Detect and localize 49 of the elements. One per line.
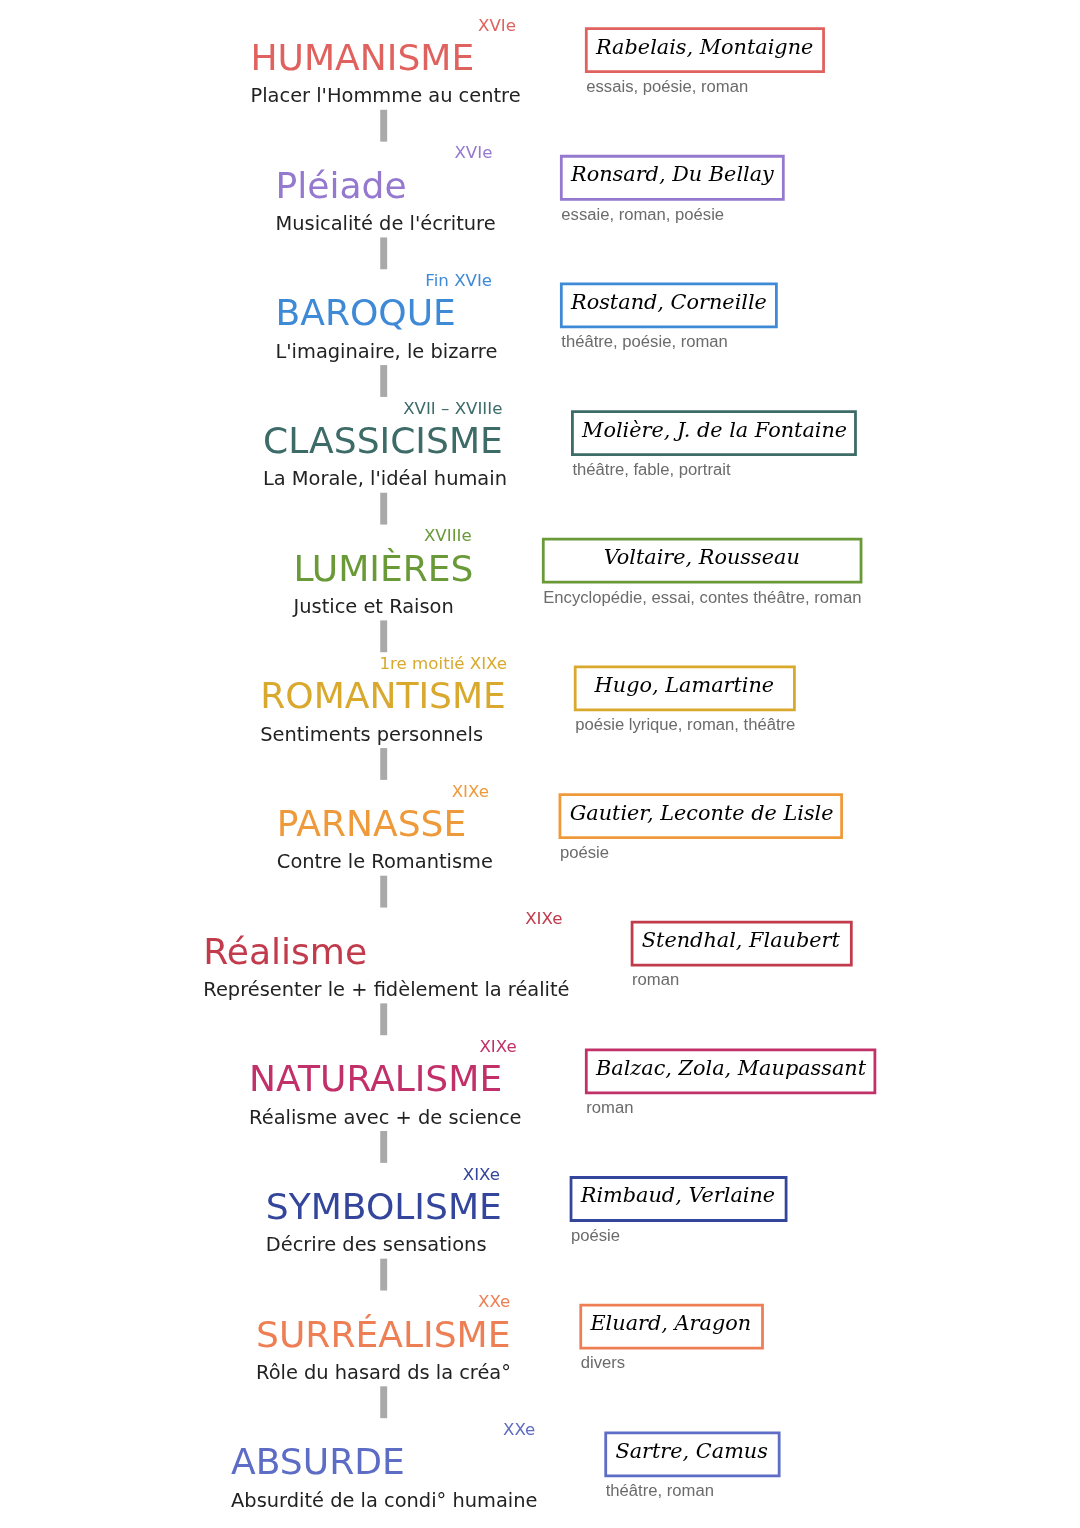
node-label: Encyclopédie, essai, contes théâtre, roman [542, 587, 861, 607]
node-text: NATURALISME Réalisme avec + de science [248, 1058, 522, 1129]
node-text: CLASSICISME La Morale, l'idéal humain [262, 419, 507, 491]
node-text: SURRÉALISME Rôle du hasard ds la créa° [255, 1313, 511, 1384]
node-box: Rabelais, Montaigne [584, 27, 825, 73]
node-box: Gautier, Leconte de Lisle [558, 793, 843, 839]
node-label: XVIe [453, 143, 492, 163]
node-text: Réalisme Représenter le + fidèlement la réalité [202, 930, 570, 1001]
node-label: poésie lyrique, roman, théâtre [574, 715, 795, 735]
node-label: roman [585, 1098, 633, 1118]
node-label: essaie, roman, poésie [560, 204, 724, 224]
node-label: roman [631, 970, 679, 990]
node-label: XVII – XVIIIe [402, 398, 502, 418]
node-label: XXe [477, 1292, 510, 1312]
node-box: Ronsard, Du Bellay [559, 154, 785, 201]
node-box: Molière, J. de la Fontaine [570, 410, 857, 456]
node-box: Rostand, Corneille [559, 282, 778, 329]
node-text: Pléiade Musicalité de l'écriture [274, 164, 496, 236]
node-label: divers [580, 1353, 625, 1373]
node-label: poésie [559, 842, 609, 862]
node-text: BAROQUE L'imaginaire, le bizarre [274, 292, 497, 363]
node-label: essais, poésie, roman [585, 76, 748, 96]
node-box: Balzac, Zola, Maupassant [584, 1048, 876, 1095]
node-label: XIXe [478, 1037, 517, 1057]
node-label: XIXe [524, 909, 562, 929]
node-label: XVIe [477, 15, 516, 35]
node-text: ABSURDE Absurdité de la condi° humaine [230, 1441, 537, 1512]
node-label: XIXe [462, 1164, 500, 1184]
node-box: Rimbaud, Verlaine [569, 1176, 787, 1222]
node-box: Eluard, Aragon [578, 1303, 764, 1350]
node-text: LUMIÈRES Justice et Raison [293, 547, 473, 619]
node-label: théâtre, poésie, roman [560, 332, 728, 352]
node-label: théâtre, roman [605, 1481, 714, 1501]
node-label: XXe [502, 1420, 535, 1440]
node-label: poésie [570, 1225, 620, 1245]
node-label: Fin XVIe [424, 271, 492, 291]
node-box: Hugo, Lamartine [573, 665, 796, 712]
node-text: HUMANISME Placer l'Hommme au centre [250, 36, 521, 108]
connector [379, 1258, 387, 1291]
node-text: PARNASSE Contre le Romantisme [276, 802, 493, 874]
node-label: XIXe [451, 781, 489, 801]
node-label: XVIIIe [423, 526, 472, 546]
node-label: théâtre, fable, portrait [571, 459, 731, 479]
node-box: Sartre, Camus [603, 1431, 781, 1478]
node-box: Stendhal, Flaubert [630, 920, 853, 967]
node-text: SYMBOLISME Décrire des sensations [265, 1185, 502, 1257]
node-text: ROMANTISME Sentiments personnels [259, 675, 506, 746]
node-label: 1re moitié XIXe [379, 654, 507, 674]
node-box: Voltaire, Rousseau [541, 537, 862, 584]
